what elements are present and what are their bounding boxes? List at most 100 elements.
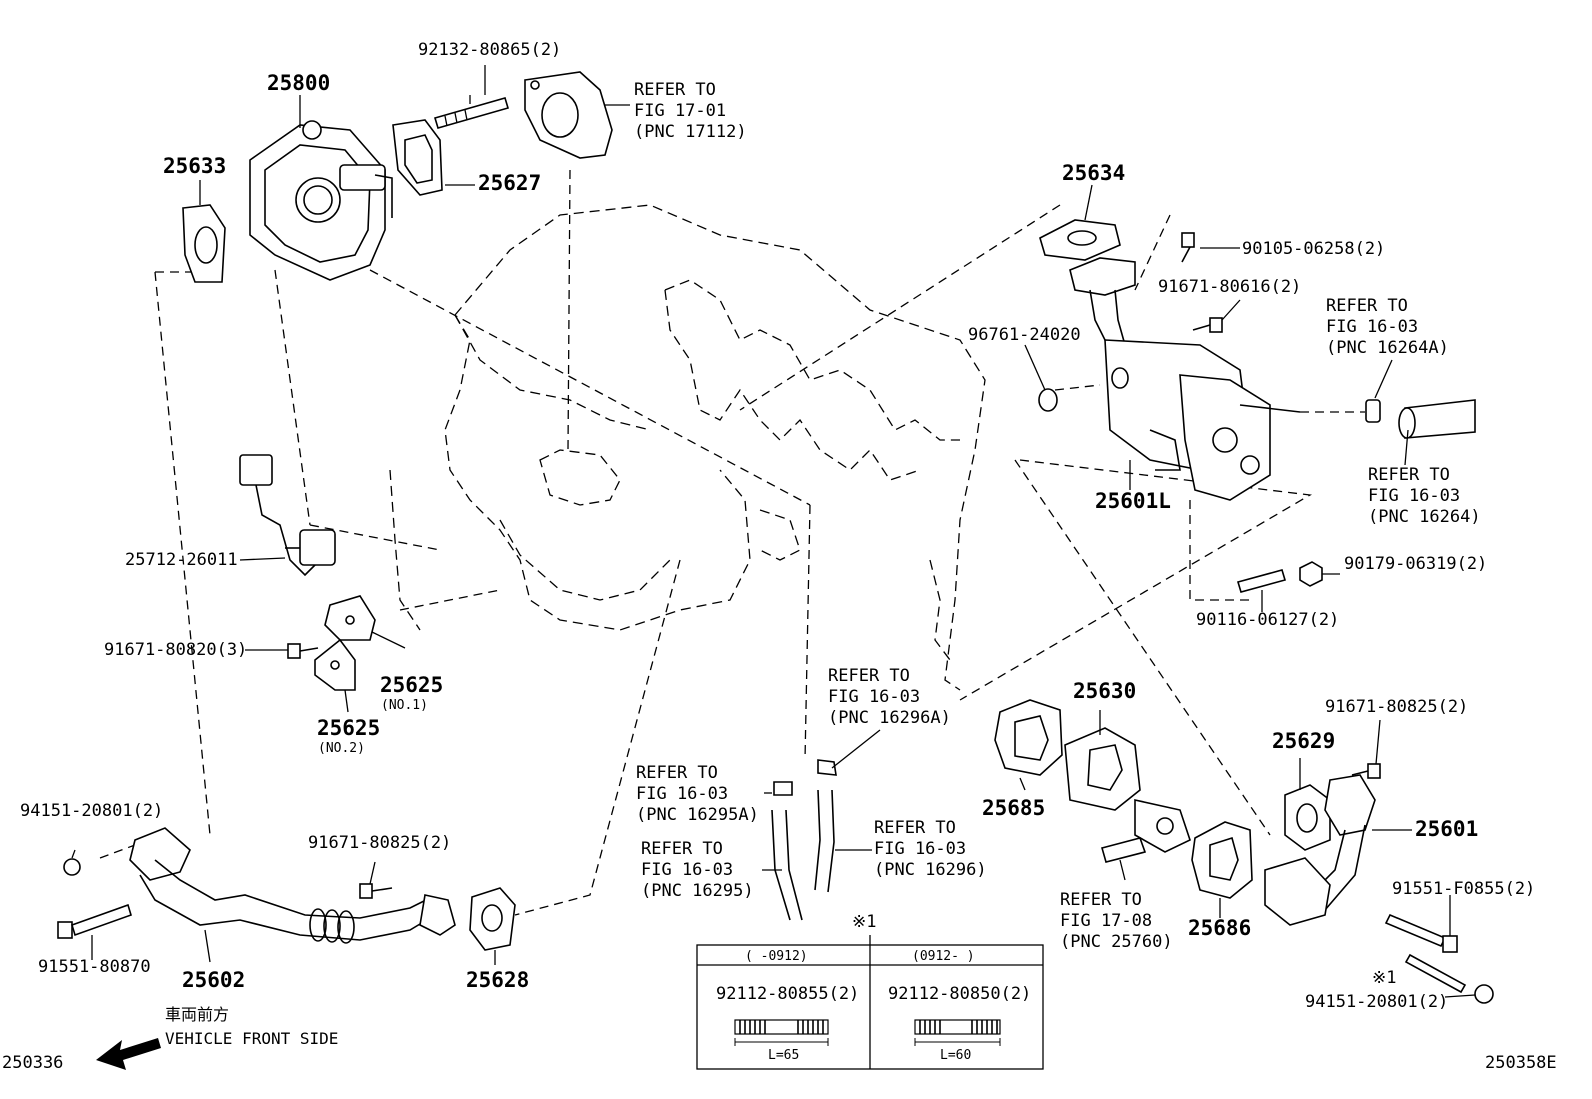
label-91671-80616: 91671-80616(2) — [1158, 277, 1301, 297]
label-note1-top: ※1 — [852, 912, 876, 932]
bolt-91671-80616 — [1192, 317, 1223, 333]
stud-92132 — [434, 95, 509, 129]
label-ref16296A-3: (PNC 16296A) — [828, 708, 951, 728]
bolt-91671-80825-left — [359, 883, 393, 899]
egr-pipe-25601 — [1264, 774, 1376, 926]
label-ref16296A-1: REFER TO — [828, 666, 910, 686]
label-25712: 25712-26011 — [125, 550, 238, 570]
egr-valve-25630 — [1064, 727, 1191, 853]
stud-note1-right — [1404, 953, 1467, 994]
label-ref16295A-1: REFER TO — [636, 763, 718, 783]
front-arrow-icon — [96, 1038, 161, 1070]
sensor-25712 — [239, 454, 336, 577]
gasket-25685 — [994, 699, 1063, 776]
stud-90116 — [1236, 569, 1287, 593]
leader-dashes — [99, 169, 1365, 916]
label-ref16295-1: REFER TO — [641, 839, 723, 859]
table-col1-header: ( -0912) — [745, 949, 808, 964]
intake-adapter — [524, 71, 613, 159]
label-94151-left: 94151-20801(2) — [20, 801, 163, 821]
label-ref16296-3: (PNC 16296) — [874, 860, 987, 880]
note-table: ( -0912) (0912- ) 92112-80855(2) 92112-8… — [696, 944, 1044, 1070]
table-col1-part: 92112-80855(2) — [716, 984, 859, 1004]
gasket-25634 — [1039, 219, 1121, 261]
label-91551-F0855: 91551-F0855(2) — [1392, 879, 1535, 899]
label-94151-right: 94151-20801(2) — [1305, 992, 1448, 1012]
nut-90179 — [1299, 561, 1323, 587]
hose-16295 — [771, 781, 803, 921]
gasket-25633 — [182, 204, 226, 283]
label-ref16295A-3: (PNC 16295A) — [636, 805, 759, 825]
hose-16264 — [1398, 399, 1476, 439]
label-25630: 25630 — [1073, 679, 1136, 703]
table-col2-part: 92112-80850(2) — [888, 984, 1031, 1004]
label-ref25760-1: REFER TO — [1060, 890, 1142, 910]
label-ref16296A-2: FIG 16-03 — [828, 687, 920, 707]
label-ref16296-2: FIG 16-03 — [874, 839, 966, 859]
gasket-25628 — [469, 887, 516, 951]
label-25685: 25685 — [982, 796, 1045, 820]
bolt-90105 — [1181, 232, 1195, 263]
label-ref16264-1: REFER TO — [1368, 465, 1450, 485]
engine-outline — [389, 204, 986, 691]
label-92132: 92132-80865(2) — [418, 40, 561, 60]
label-ref25760-2: FIG 17-08 — [1060, 911, 1152, 931]
label-91671-80825-right: 91671-80825(2) — [1325, 697, 1468, 717]
vehicle-front-indicator: 車両前方 VEHICLE FRONT SIDE 250336 250358E — [2, 1005, 1557, 1073]
bracket-25625-no1 — [324, 595, 376, 641]
stud-icon-l65 — [734, 1019, 829, 1046]
label-25625-no2-sub: (NO.2) — [318, 741, 365, 756]
label-ref16295A-2: FIG 16-03 — [636, 784, 728, 804]
front-label-en: VEHICLE FRONT SIDE — [165, 1029, 338, 1048]
label-note1-right: ※1 — [1372, 968, 1396, 988]
label-ref16264A-1: REFER TO — [1326, 296, 1408, 316]
label-25625-no2: 25625 — [317, 716, 380, 740]
label-25686: 25686 — [1188, 916, 1251, 940]
throttle-body-25800 — [249, 120, 393, 281]
table-col2-header: (0912- ) — [912, 949, 975, 964]
label-25625-no1-sub: (NO.1) — [381, 698, 428, 713]
label-25634: 25634 — [1062, 161, 1125, 185]
label-91671-80820: 91671-80820(3) — [104, 640, 247, 660]
label-25800: 25800 — [267, 71, 330, 95]
front-label-jp: 車両前方 — [165, 1005, 229, 1024]
hose-25760 — [1101, 837, 1147, 863]
diagram-code-left: 250336 — [2, 1053, 63, 1073]
label-ref17112-1: REFER TO — [634, 80, 716, 100]
label-90116: 90116-06127(2) — [1196, 610, 1339, 630]
label-ref16264A-2: FIG 16-03 — [1326, 317, 1418, 337]
label-25625-no1: 25625 — [380, 673, 443, 697]
label-91551-80870: 91551-80870 — [38, 957, 151, 977]
label-25633: 25633 — [163, 154, 226, 178]
label-25628: 25628 — [466, 968, 529, 992]
label-ref16296-1: REFER TO — [874, 818, 956, 838]
part-labels: 25800 92132-80865(2) REFER TO FIG 17-01 … — [20, 40, 1535, 1012]
table-col1-len: L=65 — [768, 1048, 799, 1063]
label-25629: 25629 — [1272, 729, 1335, 753]
table-col2-len: L=60 — [940, 1048, 971, 1063]
label-ref16264-3: (PNC 16264) — [1368, 507, 1481, 527]
bolt-91551-80870 — [57, 903, 132, 939]
hose-16296 — [814, 759, 837, 893]
stud-icon-l60 — [914, 1019, 1001, 1046]
label-ref16264-2: FIG 16-03 — [1368, 486, 1460, 506]
egr-pipe-25602 — [129, 827, 456, 944]
label-25627: 25627 — [478, 171, 541, 195]
gasket-25686 — [1191, 821, 1253, 899]
label-25602: 25602 — [182, 968, 245, 992]
clip-16264A — [1365, 399, 1381, 423]
bolt-91671-80820 — [287, 643, 319, 659]
label-ref16295-3: (PNC 16295) — [641, 881, 754, 901]
label-ref17112-2: FIG 17-01 — [634, 101, 726, 121]
leader-lines — [71, 65, 1476, 998]
gasket-25627 — [392, 119, 443, 196]
bracket-25625-no2 — [314, 638, 356, 691]
label-ref17112-3: (PNC 17112) — [634, 122, 747, 142]
nut-94151-left — [63, 858, 81, 876]
label-ref16264A-3: (PNC 16264A) — [1326, 338, 1449, 358]
label-25601: 25601 — [1415, 817, 1478, 841]
diagram-code-right: 250358E — [1485, 1053, 1557, 1073]
bolt-91671-80825-right — [1351, 763, 1381, 779]
oring-96761 — [1038, 388, 1058, 412]
